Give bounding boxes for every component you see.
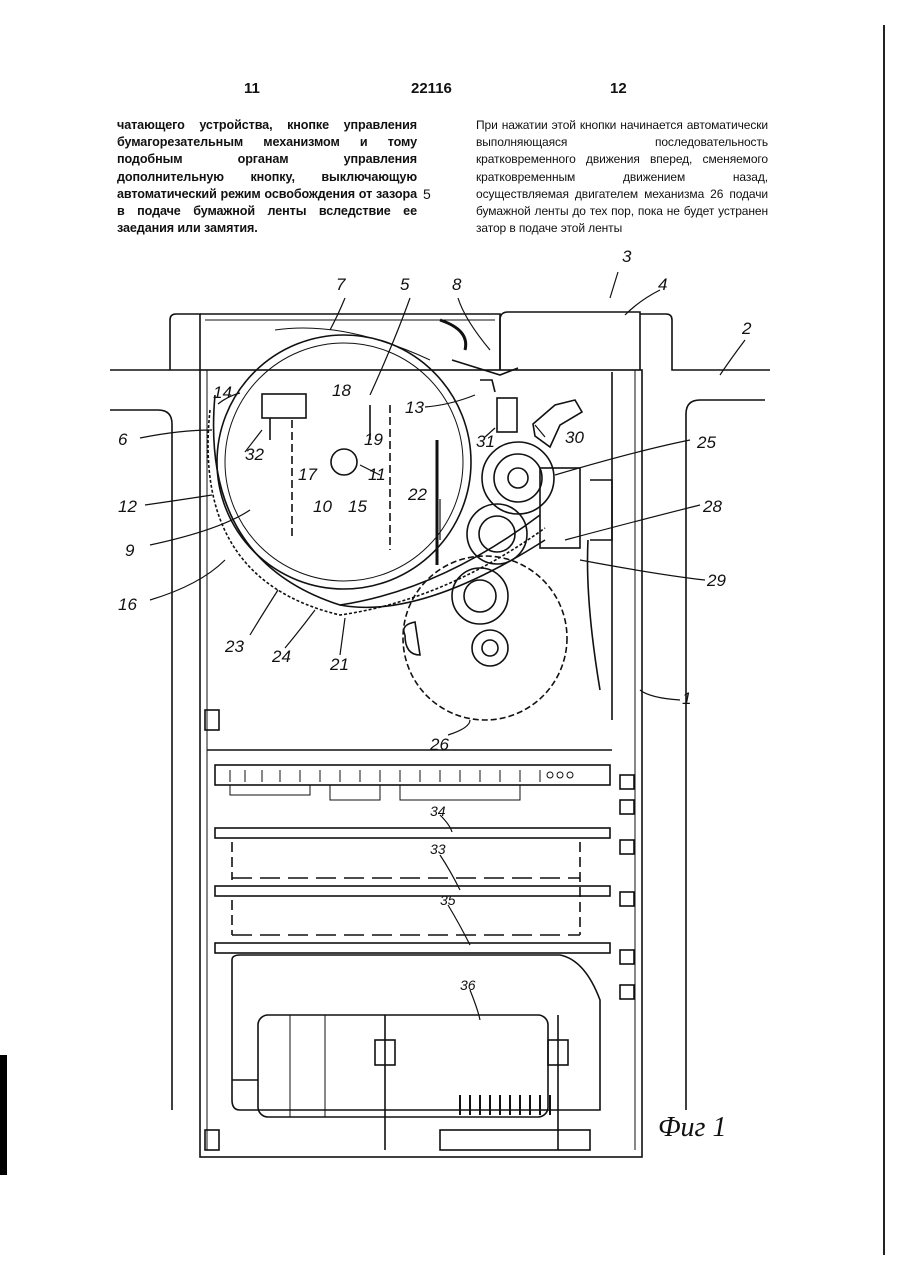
label-33: 33 xyxy=(430,841,446,857)
figure-labels: 7 5 8 3 4 2 6 14 18 13 32 19 17 11 10 15… xyxy=(118,247,752,993)
figure-caption: Фиг 1 xyxy=(658,1112,726,1144)
label-8: 8 xyxy=(452,275,462,294)
label-3: 3 xyxy=(622,247,632,266)
label-6: 6 xyxy=(118,430,128,449)
label-22: 22 xyxy=(407,485,427,504)
label-2: 2 xyxy=(741,319,752,338)
label-15: 16 xyxy=(118,595,137,614)
label-19: 19 xyxy=(364,430,383,449)
label-26: 26 xyxy=(429,735,449,754)
label-28: 28 xyxy=(702,497,722,516)
label-4: 4 xyxy=(658,275,667,294)
label-31: 31 xyxy=(476,432,495,451)
label-21: 21 xyxy=(329,655,349,674)
label-7: 7 xyxy=(336,275,346,294)
label-12: 12 xyxy=(118,497,137,516)
label-25: 25 xyxy=(696,433,716,452)
label-1: 1 xyxy=(682,689,691,708)
label-14: 14 xyxy=(213,383,232,402)
label-35: 35 xyxy=(440,892,456,908)
label-10: 10 xyxy=(313,497,332,516)
label-17: 15 xyxy=(348,497,367,516)
label-30: 30 xyxy=(565,428,584,447)
label-36: 36 xyxy=(460,977,476,993)
label-32: 32 xyxy=(245,445,264,464)
label-13: 13 xyxy=(405,398,424,417)
label-9: 9 xyxy=(125,541,135,560)
label-24: 24 xyxy=(271,647,291,666)
label-5: 5 xyxy=(400,275,410,294)
label-34: 34 xyxy=(430,803,446,819)
label-11: 11 xyxy=(368,465,386,484)
label-29: 29 xyxy=(706,571,726,590)
label-16: 17 xyxy=(298,465,317,484)
label-18: 18 xyxy=(332,381,351,400)
label-23: 23 xyxy=(224,637,244,656)
